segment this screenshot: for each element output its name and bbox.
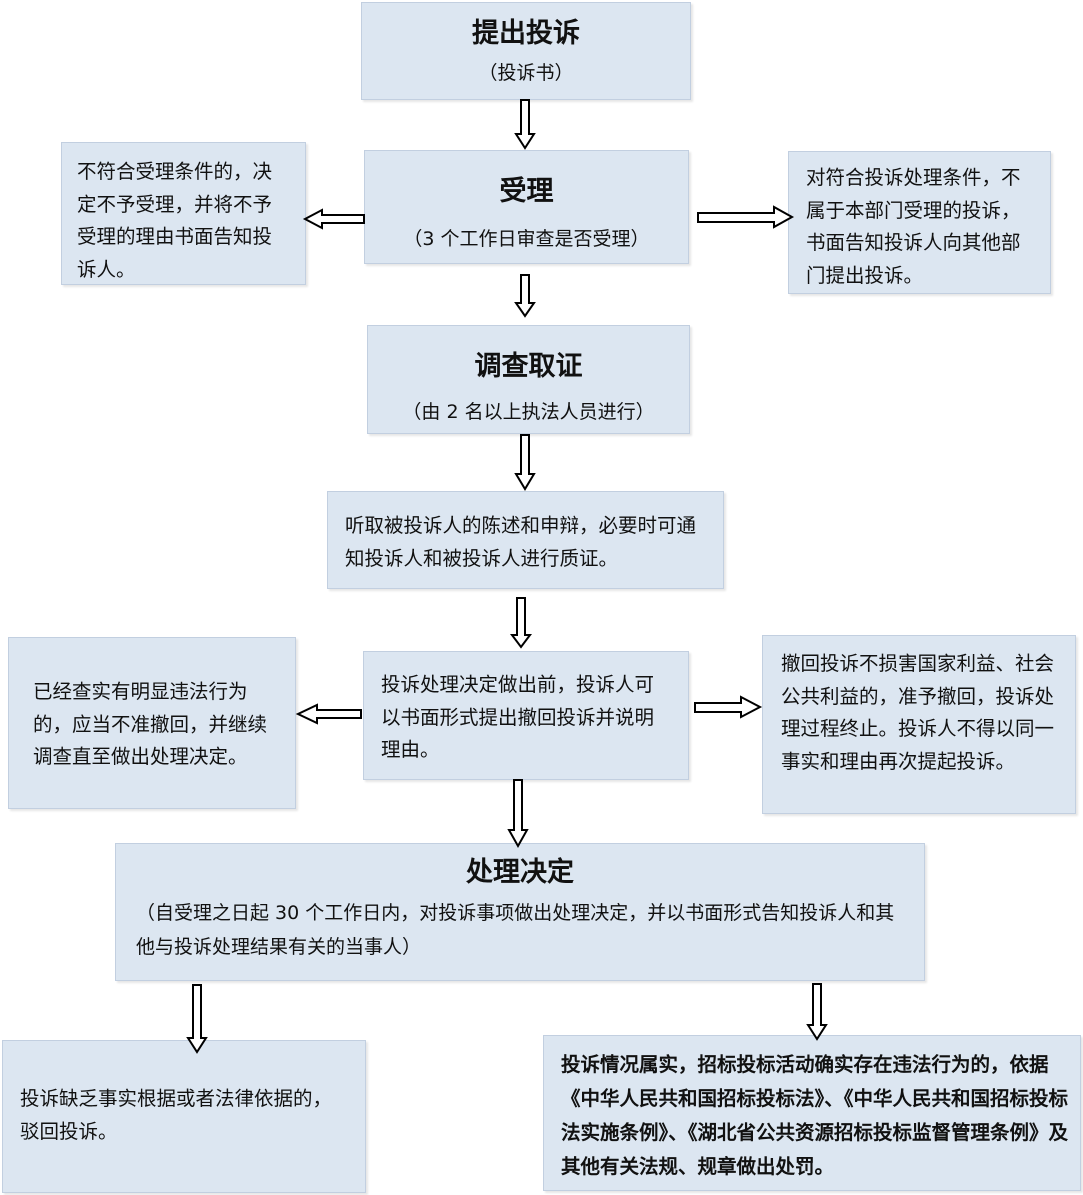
- step-accept: 受理 （3 个工作日审查是否受理）: [364, 150, 689, 264]
- arrow-left-2: [295, 703, 362, 725]
- arrow-right-2: [694, 695, 763, 719]
- complaint-rejected-outcome-text: 投诉缺乏事实根据或者法律依据的，驳回投诉。: [20, 1087, 333, 1143]
- step-accept-title: 受理: [499, 176, 554, 207]
- step-hearing: 听取被投诉人的陈述和申辩，必要时可通知投诉人和被投诉人进行质证。: [327, 491, 724, 589]
- complaint-rejected-outcome: 投诉缺乏事实根据或者法律依据的，驳回投诉。: [2, 1040, 366, 1193]
- withdrawal-denied-note: 已经查实有明显违法行为的，应当不准撤回，并继续调查直至做出处理决定。: [8, 637, 296, 809]
- withdrawal-granted-note-text: 撤回投诉不损害国家利益、社会公共利益的，准予撤回，投诉处理过程终止。投诉人不得以…: [781, 652, 1055, 773]
- step-decision: 处理决定 （自受理之日起 30 个工作日内，对投诉事项做出处理决定，并以书面形式…: [115, 843, 925, 981]
- step-withdrawal-request: 投诉处理决定做出前，投诉人可以书面形式提出撤回投诉并说明理由。: [363, 651, 689, 780]
- arrow-down-5: [507, 779, 529, 849]
- not-accepted-note-text: 不符合受理条件的，决定不予受理，并将不予受理的理由书面告知投诉人。: [77, 160, 273, 281]
- step-withdrawal-request-text: 投诉处理决定做出前，投诉人可以书面形式提出撤回投诉并说明理由。: [381, 673, 655, 761]
- withdrawal-denied-note-text: 已经查实有明显违法行为的，应当不准撤回，并继续调查直至做出处理决定。: [33, 680, 268, 768]
- arrow-down-2: [514, 274, 536, 318]
- step-submit-complaint-sub: （投诉书）: [478, 62, 574, 84]
- arrow-down-1: [514, 99, 536, 150]
- withdrawal-granted-note: 撤回投诉不损害国家利益、社会公共利益的，准予撤回，投诉处理过程终止。投诉人不得以…: [762, 635, 1076, 814]
- arrow-down-6: [186, 984, 208, 1054]
- penalty-outcome-text: 投诉情况属实，招标投标活动确实存在违法行为的，依据《中华人民共和国招标投标法》、…: [561, 1053, 1069, 1178]
- arrow-down-4: [510, 597, 532, 649]
- penalty-outcome: 投诉情况属实，招标投标活动确实存在违法行为的，依据《中华人民共和国招标投标法》、…: [543, 1035, 1081, 1191]
- step-hearing-text: 听取被投诉人的陈述和申辩，必要时可通知投诉人和被投诉人进行质证。: [345, 514, 697, 570]
- redirect-note: 对符合投诉处理条件，不属于本部门受理的投诉，书面告知投诉人向其他部门提出投诉。: [788, 151, 1051, 294]
- step-accept-sub: （3 个工作日审查是否受理）: [403, 228, 650, 250]
- step-investigation-sub: （由 2 名以上执法人员进行）: [402, 401, 655, 423]
- step-submit-complaint-title: 提出投诉: [472, 18, 580, 49]
- not-accepted-note: 不符合受理条件的，决定不予受理，并将不予受理的理由书面告知投诉人。: [61, 142, 306, 285]
- arrow-down-3: [514, 434, 536, 491]
- arrow-down-7: [806, 983, 828, 1041]
- step-decision-sub: （自受理之日起 30 个工作日内，对投诉事项做出处理决定，并以书面形式告知投诉人…: [136, 902, 895, 958]
- arrow-left-1: [302, 208, 365, 230]
- step-investigation-title: 调查取证: [474, 351, 583, 382]
- redirect-note-text: 对符合投诉处理条件，不属于本部门受理的投诉，书面告知投诉人向其他部门提出投诉。: [806, 166, 1021, 287]
- step-investigation: 调查取证 （由 2 名以上执法人员进行）: [367, 325, 690, 434]
- step-submit-complaint: 提出投诉 （投诉书）: [361, 2, 691, 100]
- arrow-right-1: [697, 205, 795, 229]
- step-decision-title: 处理决定: [466, 857, 574, 888]
